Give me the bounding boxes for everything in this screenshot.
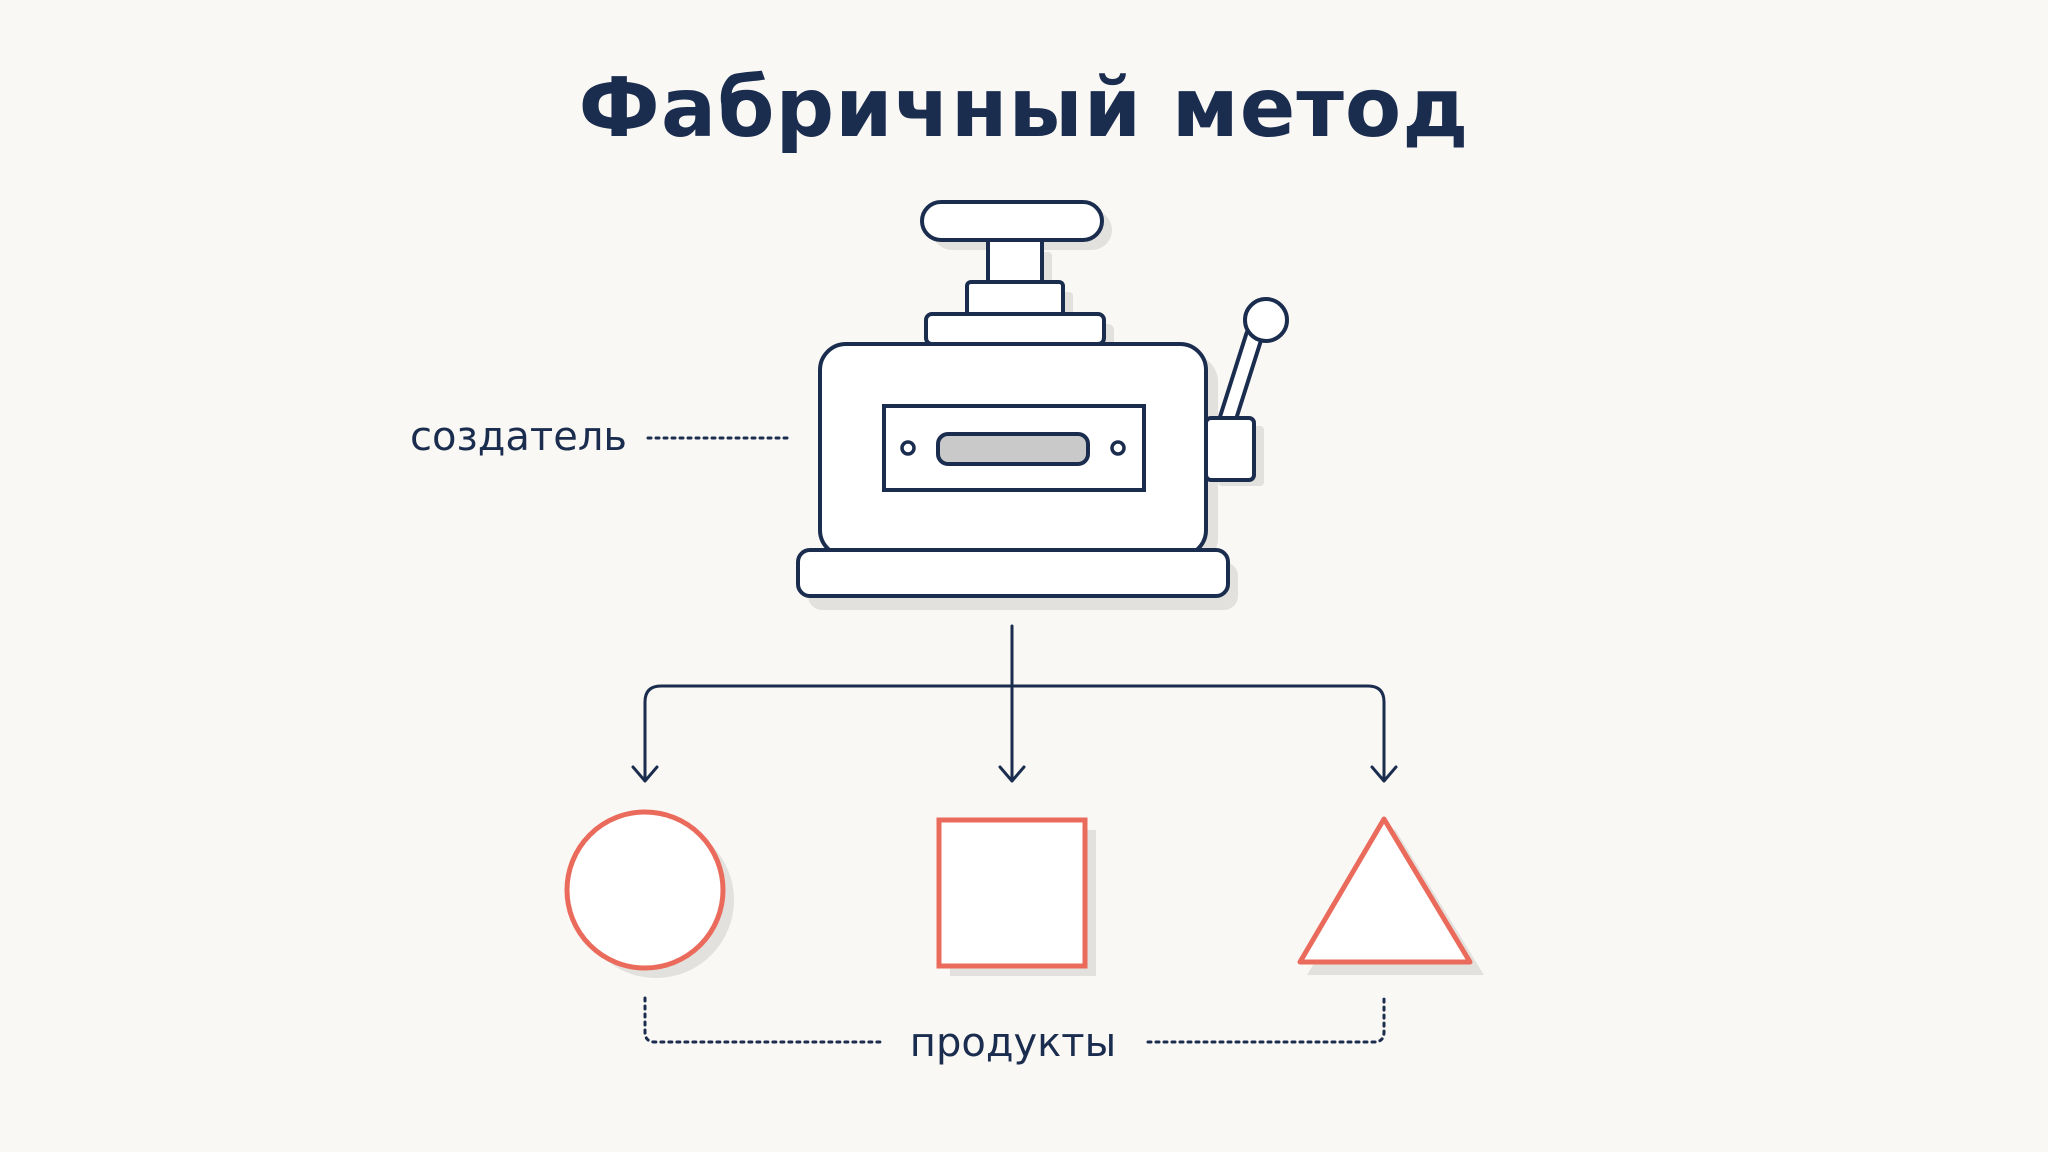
products-bracket (643, 996, 1386, 1044)
products-label: продукты (909, 1020, 1117, 1066)
product-arrows (631, 624, 1398, 783)
factory-machine-icon (796, 200, 1289, 610)
diagram-title: Фабричный метод (578, 61, 1470, 156)
creator-label: создатель (410, 414, 627, 460)
circle-icon (564, 809, 734, 978)
square-icon (936, 817, 1096, 976)
triangle-icon (1297, 816, 1484, 975)
